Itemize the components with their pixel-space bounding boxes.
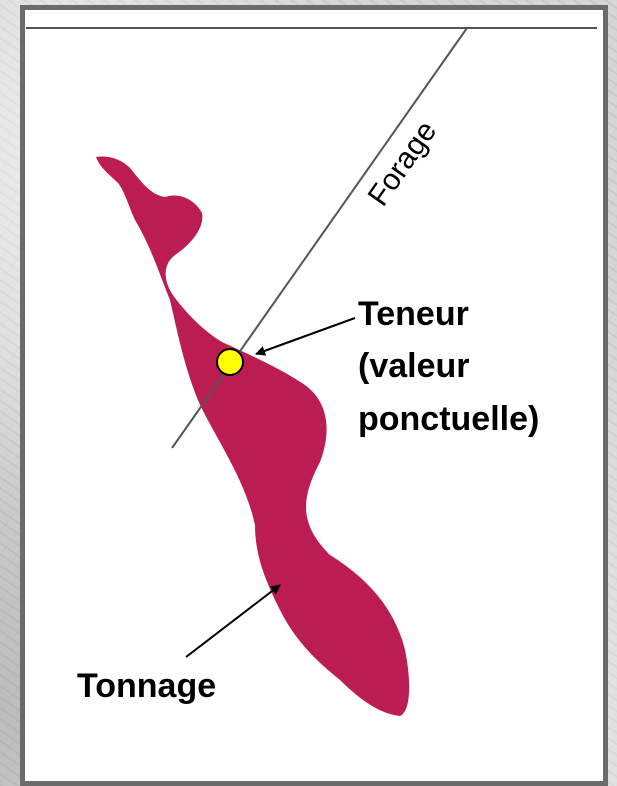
borehole-line — [172, 28, 467, 448]
teneur-label-line2: (valeur — [358, 347, 470, 385]
tonnage-arrow — [186, 585, 280, 657]
forage-label: Forage — [362, 115, 444, 212]
teneur-label-line3: ponctuelle) — [358, 400, 539, 438]
sample-point — [217, 349, 243, 375]
teneur-arrow — [256, 318, 355, 354]
teneur-label-line1: Teneur — [358, 295, 469, 333]
tonnage-label: Tonnage — [77, 667, 216, 705]
